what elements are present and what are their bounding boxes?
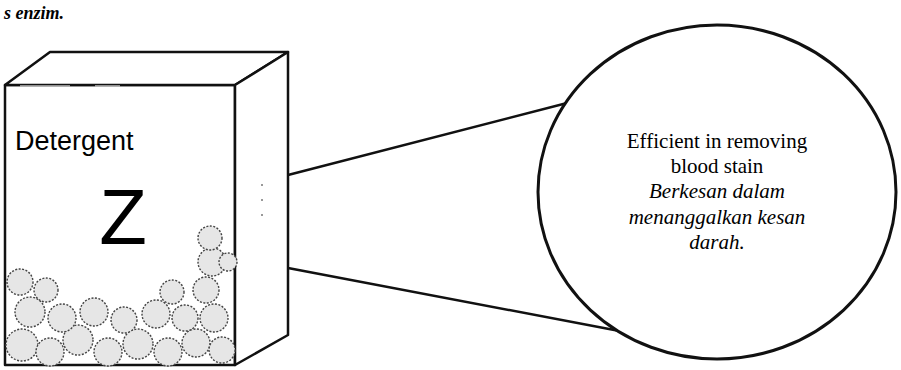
foam-bubble xyxy=(209,337,235,363)
foam-bubble xyxy=(111,307,137,333)
box-mark xyxy=(261,214,263,216)
box-edge-highlight xyxy=(95,85,120,87)
foam-bubble xyxy=(15,297,45,327)
foam-bubble xyxy=(94,338,122,366)
foam-bubble xyxy=(154,338,182,366)
box-side-face xyxy=(235,52,288,365)
foam-bubble xyxy=(34,278,58,302)
malay-claim: Berkesan dalam menanggalkan kesan darah. xyxy=(612,179,822,255)
foam-bubble xyxy=(7,269,33,295)
foam-bubble xyxy=(200,304,228,332)
box-edge-highlight xyxy=(20,85,70,87)
box-mark xyxy=(261,199,263,201)
foam-bubble xyxy=(172,305,198,331)
foam-bubble xyxy=(193,277,219,303)
foam-bubble xyxy=(160,280,184,304)
detergent-box: DetergentZ xyxy=(5,50,290,365)
foam-bubble xyxy=(142,300,170,328)
box-front-face xyxy=(5,85,235,365)
foam-bubble xyxy=(219,253,237,271)
english-claim: Efficient in removing blood stain xyxy=(612,129,822,179)
foam-bubble xyxy=(123,329,153,359)
foam-bubble xyxy=(198,226,222,250)
foam-bubble xyxy=(182,329,210,357)
cropped-note: s enzim. xyxy=(4,3,64,24)
box-mark xyxy=(261,184,263,186)
foam-bubble xyxy=(80,298,108,326)
callout-ellipse: Efficient in removing blood stainBerkesa… xyxy=(535,22,899,362)
foam-bubble xyxy=(6,329,38,361)
box-brand: Detergent xyxy=(15,128,235,155)
foam-bubble xyxy=(48,304,76,332)
ellipse-outline xyxy=(538,25,896,359)
foam-bubble xyxy=(36,338,64,366)
box-letter: Z xyxy=(83,178,163,256)
